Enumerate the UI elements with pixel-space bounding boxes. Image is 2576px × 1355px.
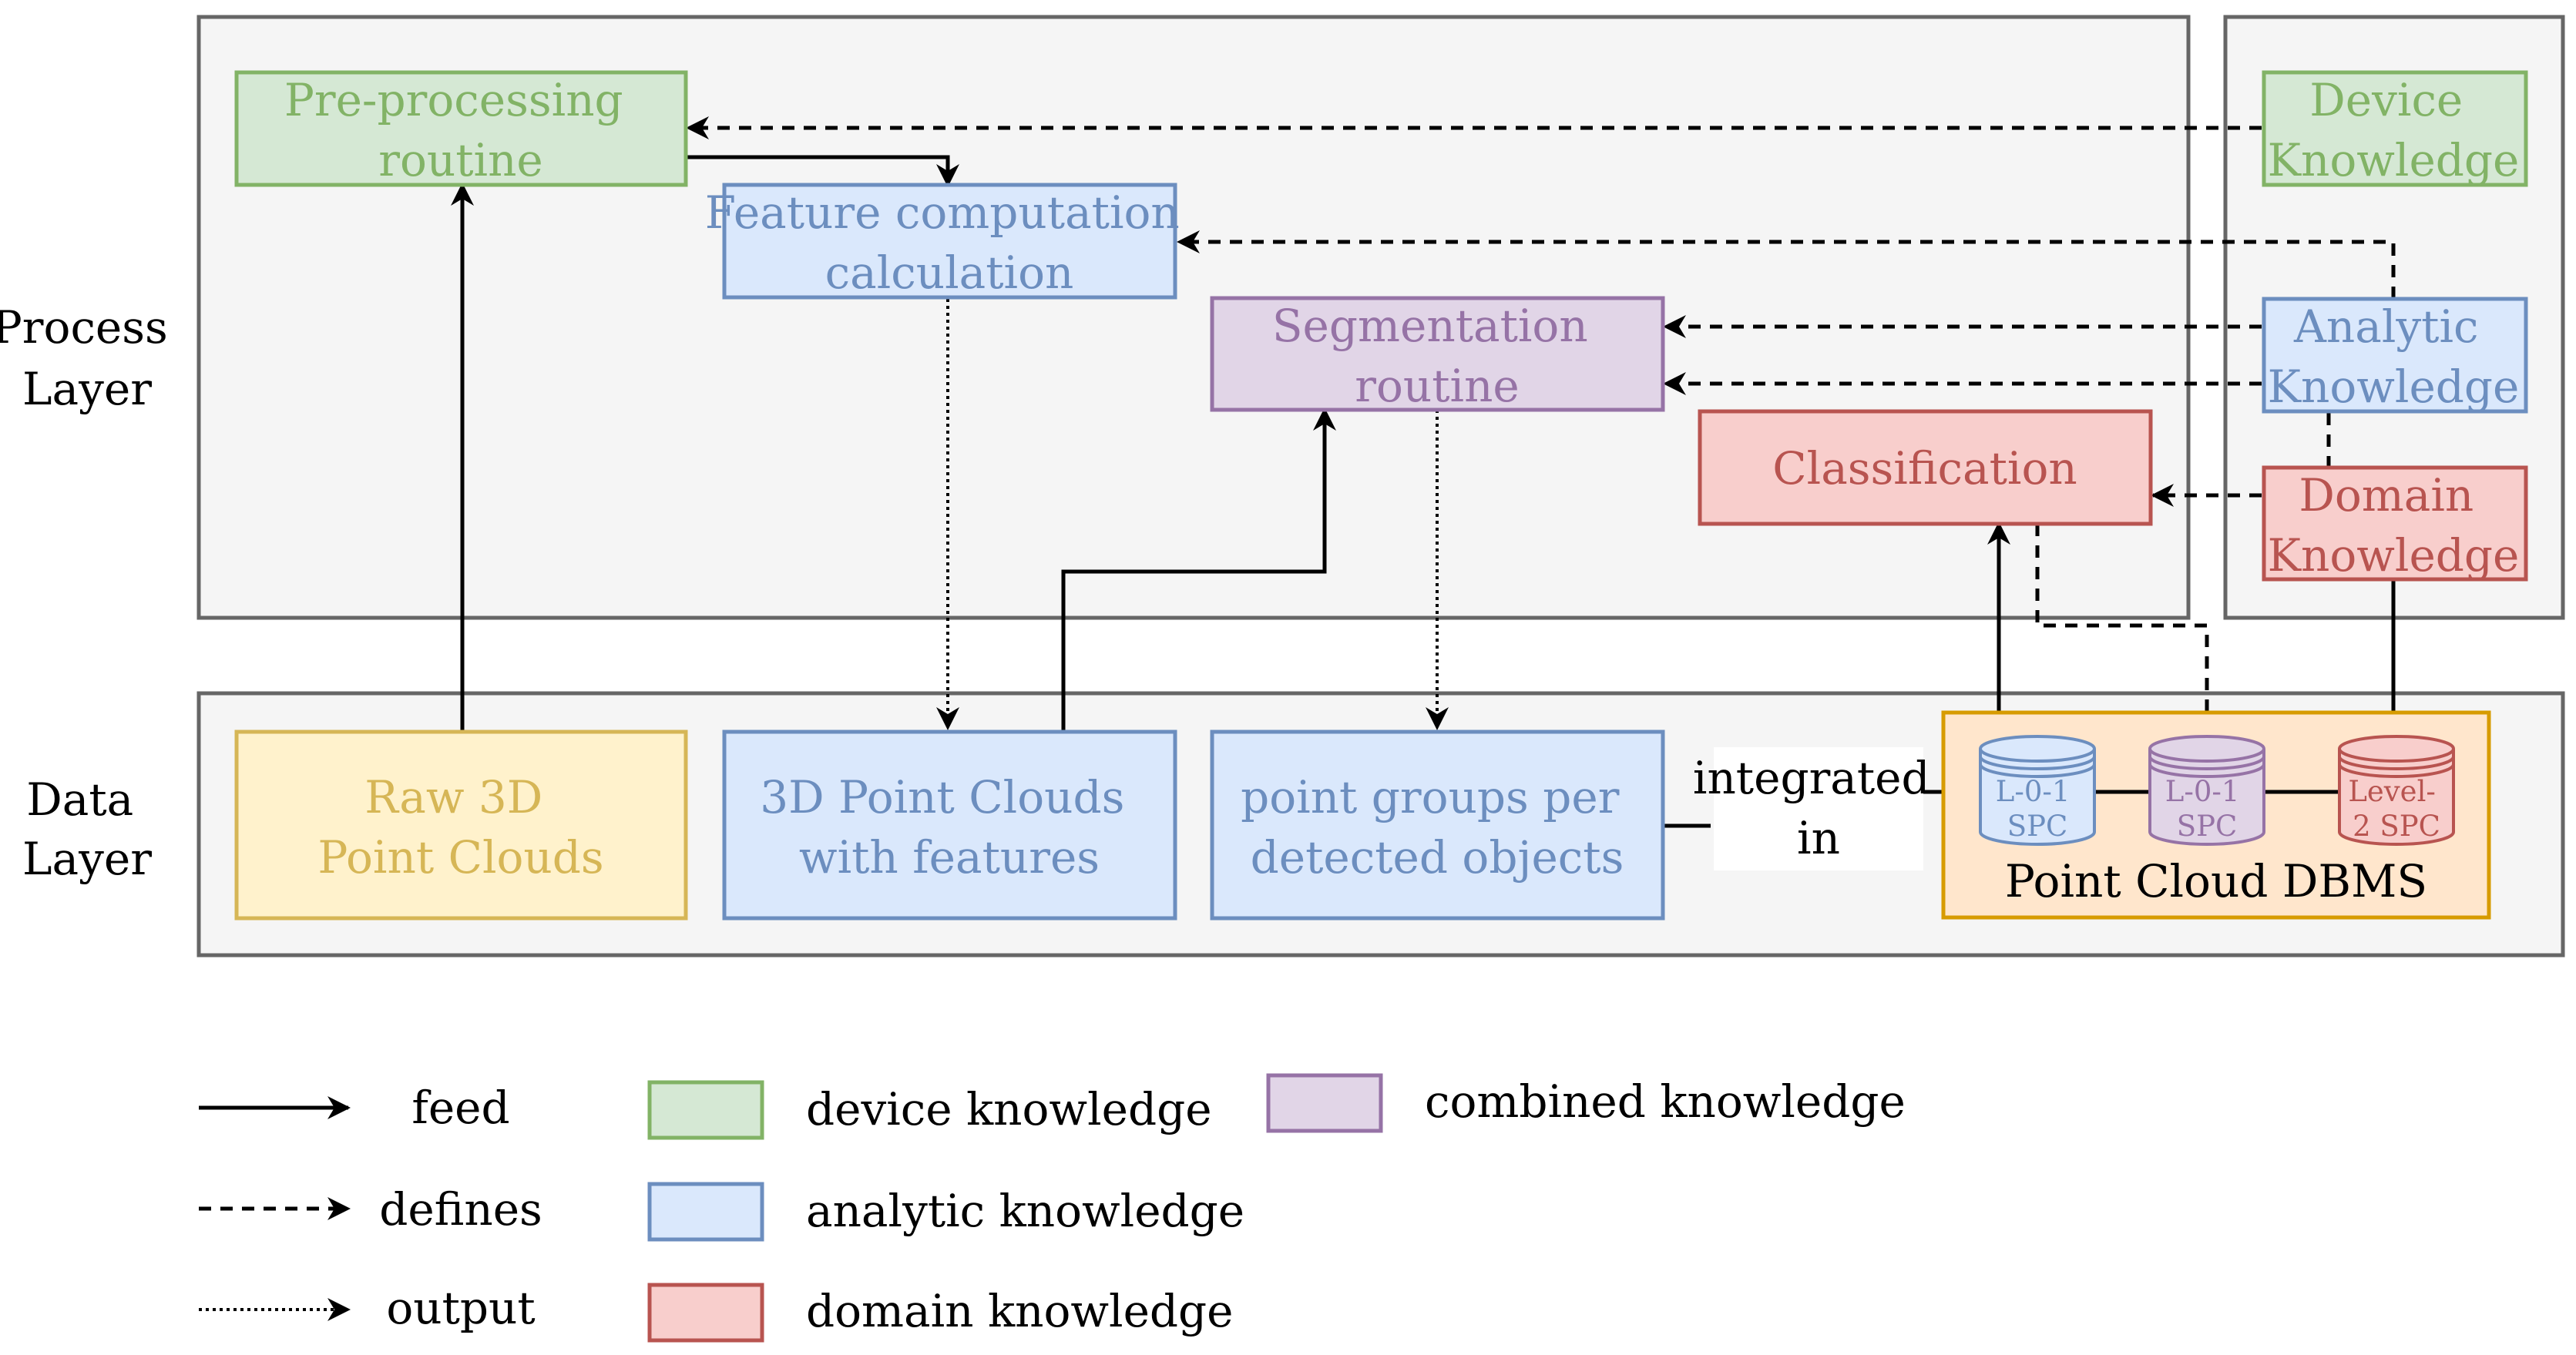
svg-text:Segmentation routine: Segmentation routine [1272, 300, 1602, 412]
process-layer-label: Process Layer [0, 301, 182, 415]
cylinder-1-line-2: SPC [2007, 810, 2068, 843]
svg-text:Domain Knowledge: Domain Knowledge [2268, 469, 2520, 582]
legend-combined-swatch [1266, 1073, 1383, 1133]
domain-knowledge-box: Domain Knowledge [2262, 465, 2528, 582]
point-groups-line-2: detected objects [1251, 831, 1624, 884]
l01-spc-cylinder-purple: L-0-1 SPC [2148, 735, 2265, 846]
point-groups-line-1: point groups per [1241, 771, 1620, 823]
integrated-label: integrated in [1693, 752, 1944, 864]
integrated-label-bg [1714, 747, 1923, 870]
legend-output-label: output [386, 1282, 535, 1334]
classification-label: Classification [1772, 442, 2077, 495]
feature-computation-line-2: calculation [825, 247, 1074, 299]
process-layer-line-1: Process [0, 301, 168, 354]
svg-text:3D Point Clouds with fea: 3D Point Clouds with features [760, 771, 1139, 884]
svg-text:Analytic Knowledge: Analytic Knowledge [2268, 300, 2520, 413]
svg-text:Pre-processing routine: Pre-processing routine [284, 74, 637, 186]
preprocessing-line-2: routine [378, 134, 543, 186]
feature-computation-line-1: Feature computation [705, 186, 1180, 239]
legend: feed defines output device knowledge ana… [199, 1073, 1906, 1343]
svg-text:Feature computation calc: Feature computation calculation [705, 186, 1194, 299]
device-knowledge-line-2: Knowledge [2268, 134, 2520, 186]
cylinder-1-line-1: L-0-1 [1996, 775, 2071, 808]
classification-box: Classification [1698, 409, 2153, 526]
cylinder-2-line-2: SPC [2177, 810, 2238, 843]
raw-point-clouds-line-1: Raw 3D [364, 771, 542, 823]
svg-text:Device Knowledge: Device Knowledge [2268, 74, 2520, 186]
svg-text:L-0-1 SPC: L-0-1 SPC [2165, 775, 2249, 843]
process-layer-line-2: Layer [22, 363, 152, 415]
legend-feed-label: feed [411, 1082, 509, 1134]
legend-device-label: device knowledge [806, 1083, 1212, 1135]
cylinder-3-line-2: 2 SPC [2353, 810, 2440, 843]
l01-spc-cylinder-blue: L-0-1 SPC [1979, 735, 2096, 846]
defines-arrow-classification-to-dbms [2035, 524, 2218, 738]
dbms-label: Point Cloud DBMS [2005, 855, 2427, 907]
feature-computation-box: Feature computation calculation [705, 183, 1194, 300]
device-knowledge-box: Device Knowledge [2262, 70, 2528, 187]
legend-analytic-swatch [647, 1182, 764, 1242]
data-layer-line-1: Data [26, 773, 133, 826]
cylinder-3-line-1: Level- [2348, 775, 2436, 808]
svg-text:Level- 2 SPC: Level- 2 SPC [2348, 775, 2444, 843]
point-groups-box: point groups per detected objects [1210, 729, 1665, 921]
data-layer-label: Data Layer [22, 773, 152, 885]
legend-domain-label: domain knowledge [806, 1285, 1233, 1337]
level2-spc-cylinder: Level- 2 SPC [2338, 735, 2455, 846]
segmentation-box: Segmentation routine [1210, 296, 1665, 412]
point-clouds-features-box: 3D Point Clouds with features [722, 729, 1177, 921]
analytic-knowledge-box: Analytic Knowledge [2262, 297, 2528, 414]
raw-point-clouds-line-2: Point Clouds [317, 831, 603, 884]
svg-text:point groups per detecte: point groups per detected objects [1241, 771, 1634, 884]
domain-knowledge-line-2: Knowledge [2268, 529, 2520, 582]
preprocessing-line-1: Pre-processing [284, 74, 623, 126]
feed-arrow-preprocessing-to-feature [686, 155, 959, 187]
legend-defines-label: defines [379, 1183, 542, 1236]
device-knowledge-line-1: Device [2309, 74, 2463, 126]
integrated-line-2: in [1797, 812, 1840, 864]
domain-knowledge-line-1: Domain [2299, 469, 2474, 522]
segmentation-line-2: routine [1355, 360, 1520, 412]
data-layer-line-2: Layer [22, 833, 152, 885]
cylinder-2-line-1: L-0-1 [2165, 775, 2240, 808]
segmentation-line-1: Segmentation [1272, 300, 1588, 352]
legend-analytic-label: analytic knowledge [806, 1185, 1244, 1237]
defines-arrow-analytic-to-feature [1177, 230, 2396, 299]
preprocessing-box: Pre-processing routine [234, 70, 688, 187]
point-clouds-features-line-2: with features [799, 831, 1100, 884]
raw-point-clouds-box: Raw 3D Point Clouds [234, 729, 688, 921]
analytic-knowledge-line-2: Knowledge [2268, 361, 2520, 413]
legend-combined-label: combined knowledge [1425, 1075, 1906, 1128]
feed-arrow-features-to-segmentation [1061, 408, 1336, 732]
svg-text:Raw 3D Point Clouds: Raw 3D Point Clouds [317, 771, 603, 884]
legend-domain-swatch [647, 1283, 764, 1343]
integrated-line-1: integrated [1693, 752, 1930, 804]
analytic-knowledge-line-1: Analytic [2293, 300, 2478, 353]
svg-text:L-0-1 SPC: L-0-1 SPC [1996, 775, 2079, 843]
point-clouds-features-line-1: 3D Point Clouds [760, 771, 1124, 823]
legend-device-swatch [647, 1080, 764, 1140]
